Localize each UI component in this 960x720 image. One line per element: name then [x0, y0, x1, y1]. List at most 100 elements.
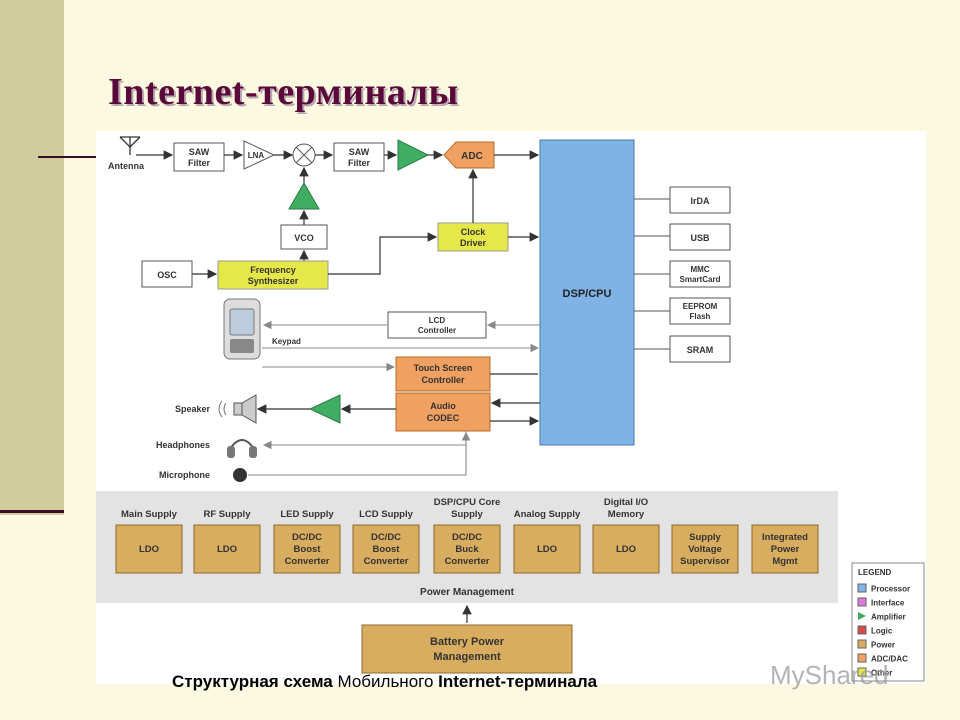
power-supply-label: Memory: [608, 509, 645, 520]
slide-title: Internet-терминалы: [108, 71, 459, 113]
svg-text:Audio: Audio: [430, 401, 456, 411]
antenna-label: Antenna: [108, 161, 145, 171]
legend-label: Logic: [871, 627, 893, 636]
power-supply-box-text: Boost: [373, 544, 401, 555]
legend-label: Amplifier: [871, 613, 906, 622]
power-supply-box-text: Converter: [364, 556, 409, 567]
legend-item: ADC/DAC: [857, 653, 908, 664]
power-supply-box-text: LDO: [139, 544, 159, 555]
title-rule: [38, 156, 98, 158]
legend-label: Power: [871, 641, 895, 650]
svg-text:Controller: Controller: [421, 375, 464, 385]
dsp-cpu-block: DSP/CPU: [539, 139, 635, 446]
clock-driver: Clock Driver: [437, 222, 509, 252]
frequency-synthesizer: Frequency Synthesizer: [217, 260, 329, 290]
power-supply-label: LCD Supply: [359, 509, 414, 520]
headphones-icon: [227, 439, 257, 458]
legend-swatch: [857, 639, 867, 649]
legend-item: Processor: [857, 583, 910, 594]
irda-block: IrDA: [634, 186, 731, 214]
svg-text:Filter: Filter: [348, 158, 371, 168]
svg-text:ADC: ADC: [461, 151, 483, 162]
power-supply-label: Main Supply: [121, 509, 178, 520]
microphone-icon: [233, 468, 247, 482]
legend-item: Other: [857, 667, 892, 678]
legend-title: LEGEND: [858, 568, 892, 577]
svg-text:Touch Screen: Touch Screen: [414, 363, 473, 373]
legend-swatch: [858, 612, 866, 620]
svg-text:Battery Power: Battery Power: [430, 636, 505, 648]
svg-text:OSC: OSC: [157, 270, 177, 280]
svg-text:USB: USB: [690, 233, 710, 243]
legend-item: Amplifier: [858, 612, 906, 622]
power-supply-box-text: Boost: [294, 544, 322, 555]
mmc-smartcard-block: MMC SmartCard: [634, 260, 731, 288]
phone-device-icon: [223, 298, 261, 360]
if-amplifier: [397, 139, 430, 171]
power-supply-box: [592, 524, 660, 574]
keypad-label: Keypad: [272, 337, 301, 346]
svg-text:CODEC: CODEC: [427, 413, 460, 423]
power-supply-box: [352, 524, 420, 574]
eeprom-flash-block: EEPROM Flash: [634, 297, 731, 325]
power-supply-box: [273, 524, 341, 574]
power-supply-label: LED Supply: [280, 509, 334, 520]
legend-label: Interface: [871, 599, 905, 608]
svg-text:Synthesizer: Synthesizer: [248, 276, 299, 286]
legend-item: Interface: [857, 597, 905, 608]
svg-text:SRAM: SRAM: [687, 345, 714, 355]
power-supply-box: [513, 524, 581, 574]
power-supply-box: [433, 524, 501, 574]
lna-amplifier: LNA: [243, 140, 276, 170]
svg-text:Filter: Filter: [188, 158, 211, 168]
legend-item: Power: [857, 639, 895, 650]
svg-text:MMC: MMC: [690, 265, 709, 274]
svg-text:Driver: Driver: [460, 238, 487, 248]
power-supply-box-text: Power: [771, 544, 800, 555]
legend-label: ADC/DAC: [871, 655, 908, 664]
headphones-label: Headphones: [156, 440, 210, 450]
legend: LEGEND ProcessorInterfaceAmplifierLogicP…: [851, 562, 925, 682]
power-supply-box-text: DC/DC: [371, 532, 401, 543]
legend-swatch: [857, 597, 867, 607]
power-management-label: Power Management: [420, 587, 515, 598]
adc-block: ADC: [443, 141, 495, 169]
svg-text:IrDA: IrDA: [690, 196, 710, 206]
touch-screen-controller: Touch Screen Controller: [395, 356, 491, 392]
svg-text:EEPROM: EEPROM: [683, 302, 718, 311]
antenna-icon: [119, 136, 141, 155]
legend-swatch: [857, 653, 867, 663]
legend-swatch: [857, 667, 867, 677]
svg-text:Frequency: Frequency: [250, 265, 296, 275]
speaker-label: Speaker: [175, 404, 211, 414]
power-supply-box-text: Converter: [445, 556, 490, 567]
svg-text:LNA: LNA: [248, 151, 265, 160]
power-supply-label: DSP/CPU Core: [434, 497, 501, 508]
power-supply-box-text: Integrated: [762, 532, 808, 543]
mixer-icon: [292, 143, 316, 167]
saw-filter-1: SAW Filter: [173, 142, 225, 172]
side-rule: [0, 510, 64, 513]
svg-text:Controller: Controller: [418, 326, 456, 335]
svg-text:VCO: VCO: [294, 233, 314, 243]
power-supply-box: [751, 524, 819, 574]
svg-text:Flash: Flash: [690, 312, 711, 321]
legend-swatch: [857, 625, 867, 635]
power-supply-box-text: Converter: [285, 556, 330, 567]
svg-text:SAW: SAW: [189, 147, 210, 157]
power-supply-box: [193, 524, 261, 574]
lcd-controller: LCD Controller: [387, 311, 487, 339]
slide-side-bar: [0, 0, 64, 515]
power-supply-label: Analog Supply: [514, 509, 581, 520]
power-supply-box-text: DC/DC: [292, 532, 322, 543]
speaker-icon: [218, 394, 257, 424]
svg-text:SAW: SAW: [349, 147, 370, 157]
